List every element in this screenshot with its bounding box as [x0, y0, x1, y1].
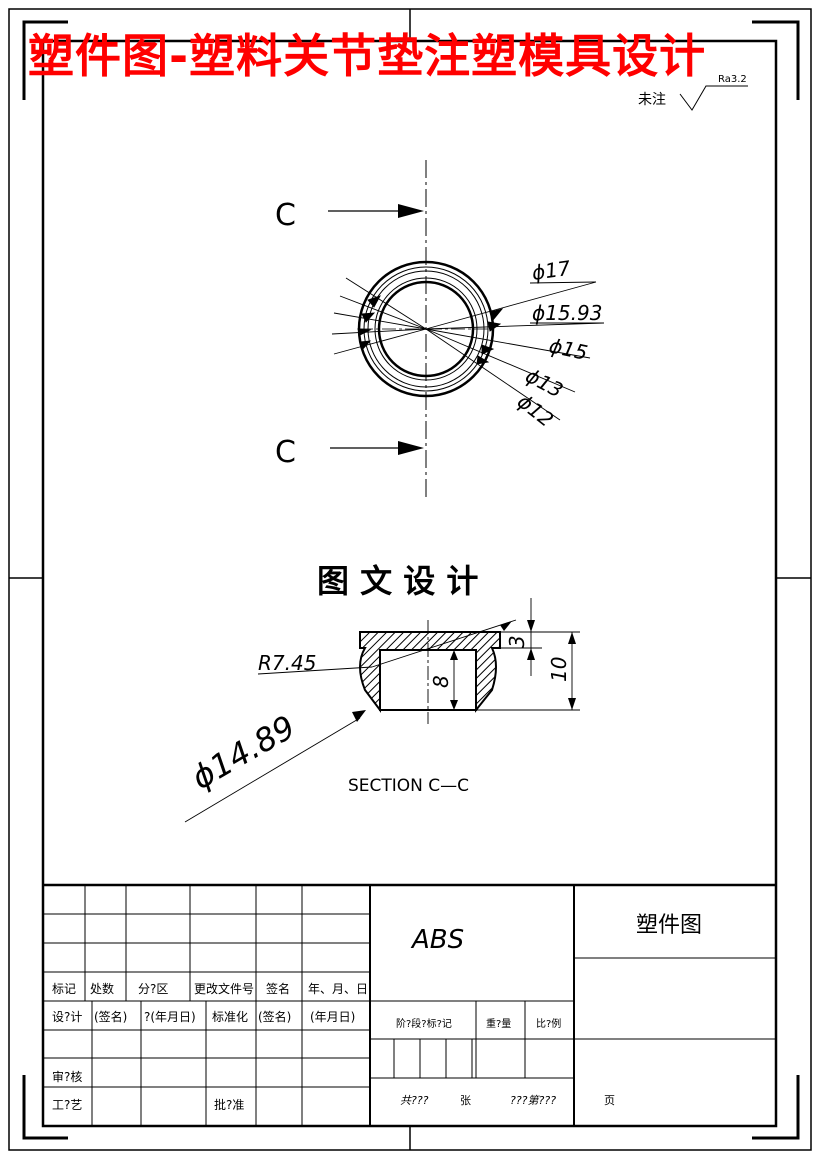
drawing-heading: 图 文 设 计	[317, 562, 478, 600]
design-signature: (签名)	[94, 1009, 127, 1024]
standardization-signature: (签名)	[258, 1009, 291, 1024]
header-signature: 签名	[266, 981, 290, 996]
review-label: 审?核	[52, 1069, 82, 1084]
title-block-text: ABS 塑件图 标记 处数 分?区 更改文件号 签名 年、月、日 设?计 (签名…	[52, 913, 702, 1112]
dim-phi14-89: ϕ14.89	[185, 708, 302, 797]
roughness-symbol: 未注 Ra3.2	[638, 74, 748, 111]
section-mark-top: C	[275, 198, 296, 233]
centering-marks	[9, 9, 811, 1150]
header-change-doc: 更改文件号	[194, 981, 254, 996]
page-unit: 页	[604, 1094, 615, 1107]
sheet-unit: 张	[460, 1094, 471, 1107]
dim-r7-45: R7.45	[258, 651, 316, 675]
weight-label: 重?量	[486, 1017, 511, 1030]
roughness-value: Ra3.2	[718, 74, 747, 85]
header-count: 处数	[90, 981, 114, 996]
section-arrow-bottom: C	[275, 435, 424, 470]
corner-marks	[22, 20, 800, 1140]
dim-8: 8	[429, 675, 453, 688]
drawing-name: 塑件图	[636, 913, 702, 938]
header-date: 年、月、日	[308, 982, 368, 996]
section-arrow-top: C	[275, 198, 424, 233]
section-mark-bottom: C	[275, 435, 296, 470]
dim-10: 10	[547, 657, 571, 682]
header-zone: 分?区	[138, 982, 168, 996]
sheet-total: 共???	[400, 1094, 429, 1107]
section-view	[184, 598, 580, 823]
design-label: 设?计	[52, 1010, 82, 1024]
stage-label: 阶?段?标?记	[396, 1017, 452, 1030]
design-date: ?(年月日)	[144, 1010, 196, 1024]
standardization-label: 标准化	[212, 1010, 248, 1024]
banner-title: 塑件图-塑料关节垫注塑模具设计	[28, 29, 707, 83]
approve-label: 批?准	[214, 1097, 244, 1112]
sheet-number: ???第???	[510, 1094, 556, 1107]
top-view-leaders	[331, 277, 605, 421]
process-label: 工?艺	[52, 1098, 82, 1112]
dim-phi15: ϕ15	[547, 333, 590, 365]
material-value: ABS	[410, 925, 464, 955]
header-mark: 标记	[52, 982, 76, 996]
dim-phi17: ϕ17	[530, 256, 572, 285]
dim-3: 3	[505, 635, 529, 648]
standardization-date: (年月日)	[310, 1010, 355, 1024]
roughness-label: 未注	[638, 92, 666, 108]
title-block	[43, 883, 776, 1126]
dim-phi15-93: ϕ15.93	[532, 301, 602, 325]
section-caption: SECTION C—C	[348, 776, 469, 796]
scale-label: 比?例	[536, 1017, 561, 1030]
